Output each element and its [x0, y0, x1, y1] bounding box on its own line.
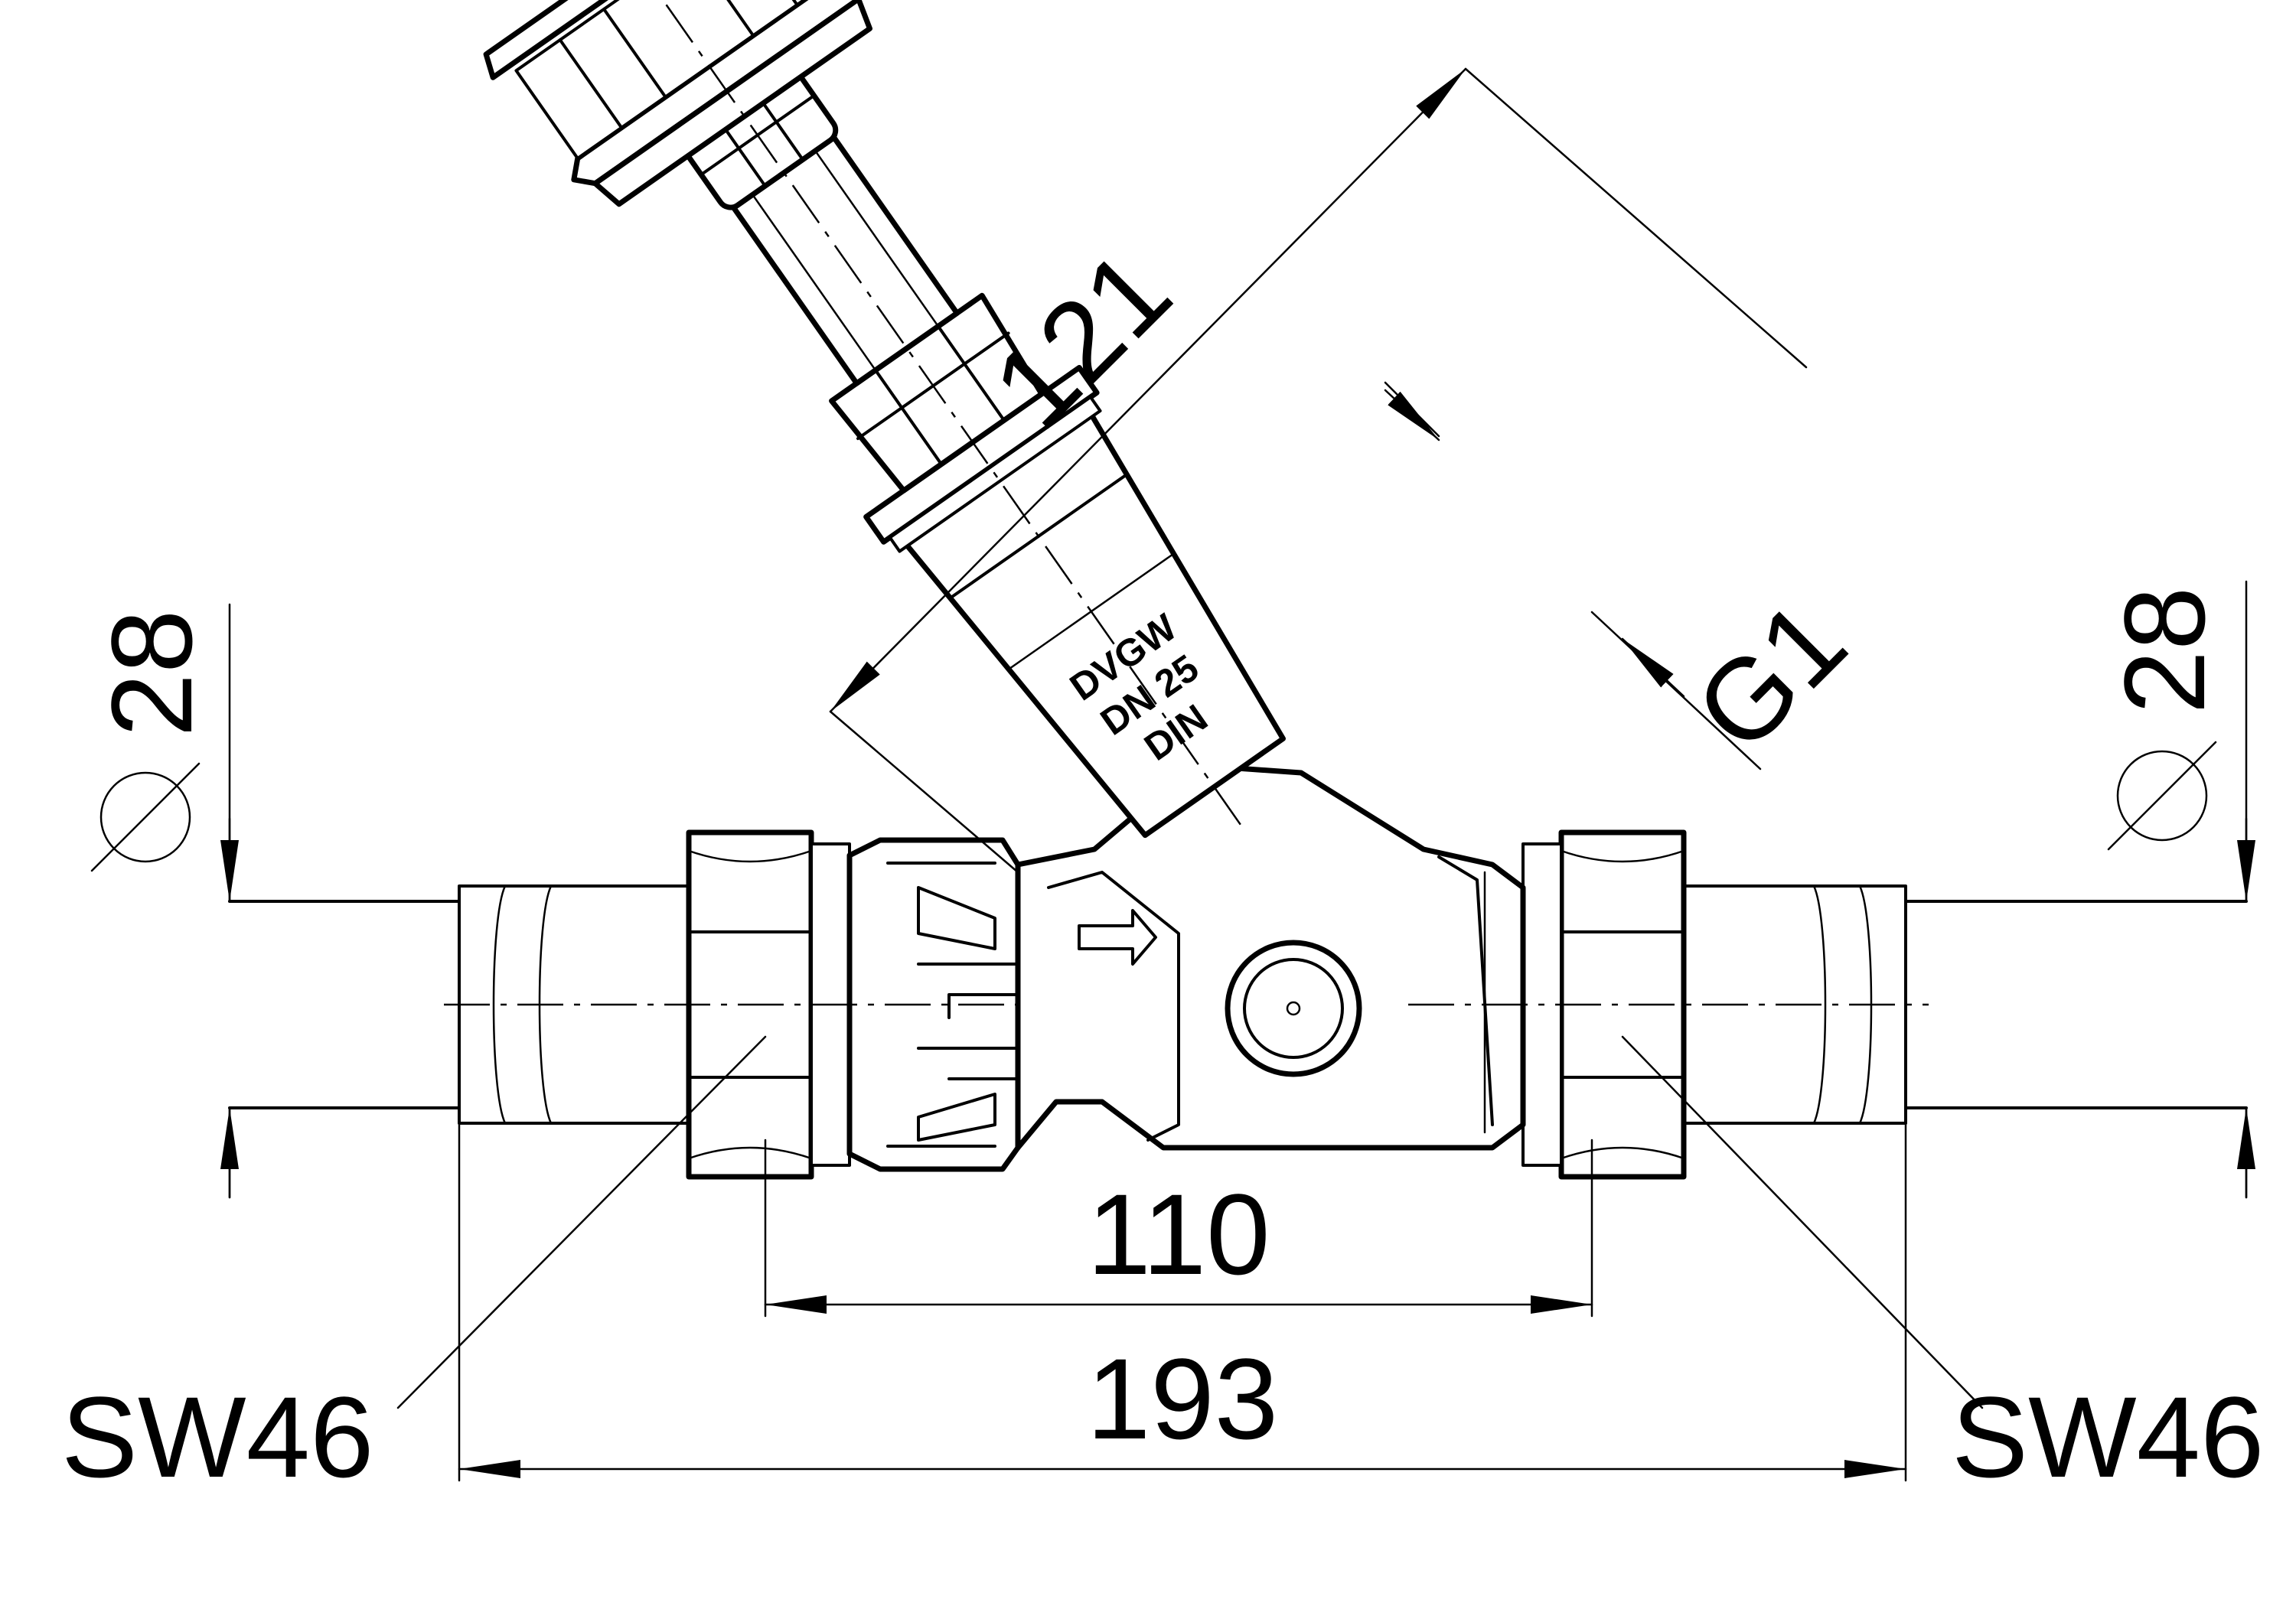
diameter-symbol-left-icon	[99, 771, 191, 863]
wrench-size-left: SW46	[61, 1035, 767, 1501]
dimension-overall-length: 193	[458, 1122, 1907, 1482]
dimension-g1-label: G1	[1671, 576, 1870, 775]
dimension-28-left-label: 28	[87, 610, 216, 738]
wrench-size-left-label: SW46	[61, 1373, 373, 1501]
dimension-nut-spacing: 110	[764, 1139, 1593, 1318]
diameter-symbol-right-icon	[2116, 750, 2208, 842]
dimension-28-right-label: 28	[2100, 587, 2229, 715]
dimension-pipe-diameter-left: 28	[87, 603, 239, 1199]
dimension-193-label: 193	[1087, 1334, 1278, 1463]
valve-body	[846, 762, 1526, 1172]
pipe-right	[1682, 884, 2248, 1125]
dimension-110-label: 110	[1087, 1170, 1270, 1298]
wrench-size-right-label: SW46	[1952, 1373, 2264, 1501]
dimension-pipe-diameter-right: 28	[2100, 580, 2255, 1199]
wrench-size-right: SW46	[1621, 1035, 2264, 1501]
dimension-thread: G1	[1384, 381, 1870, 775]
